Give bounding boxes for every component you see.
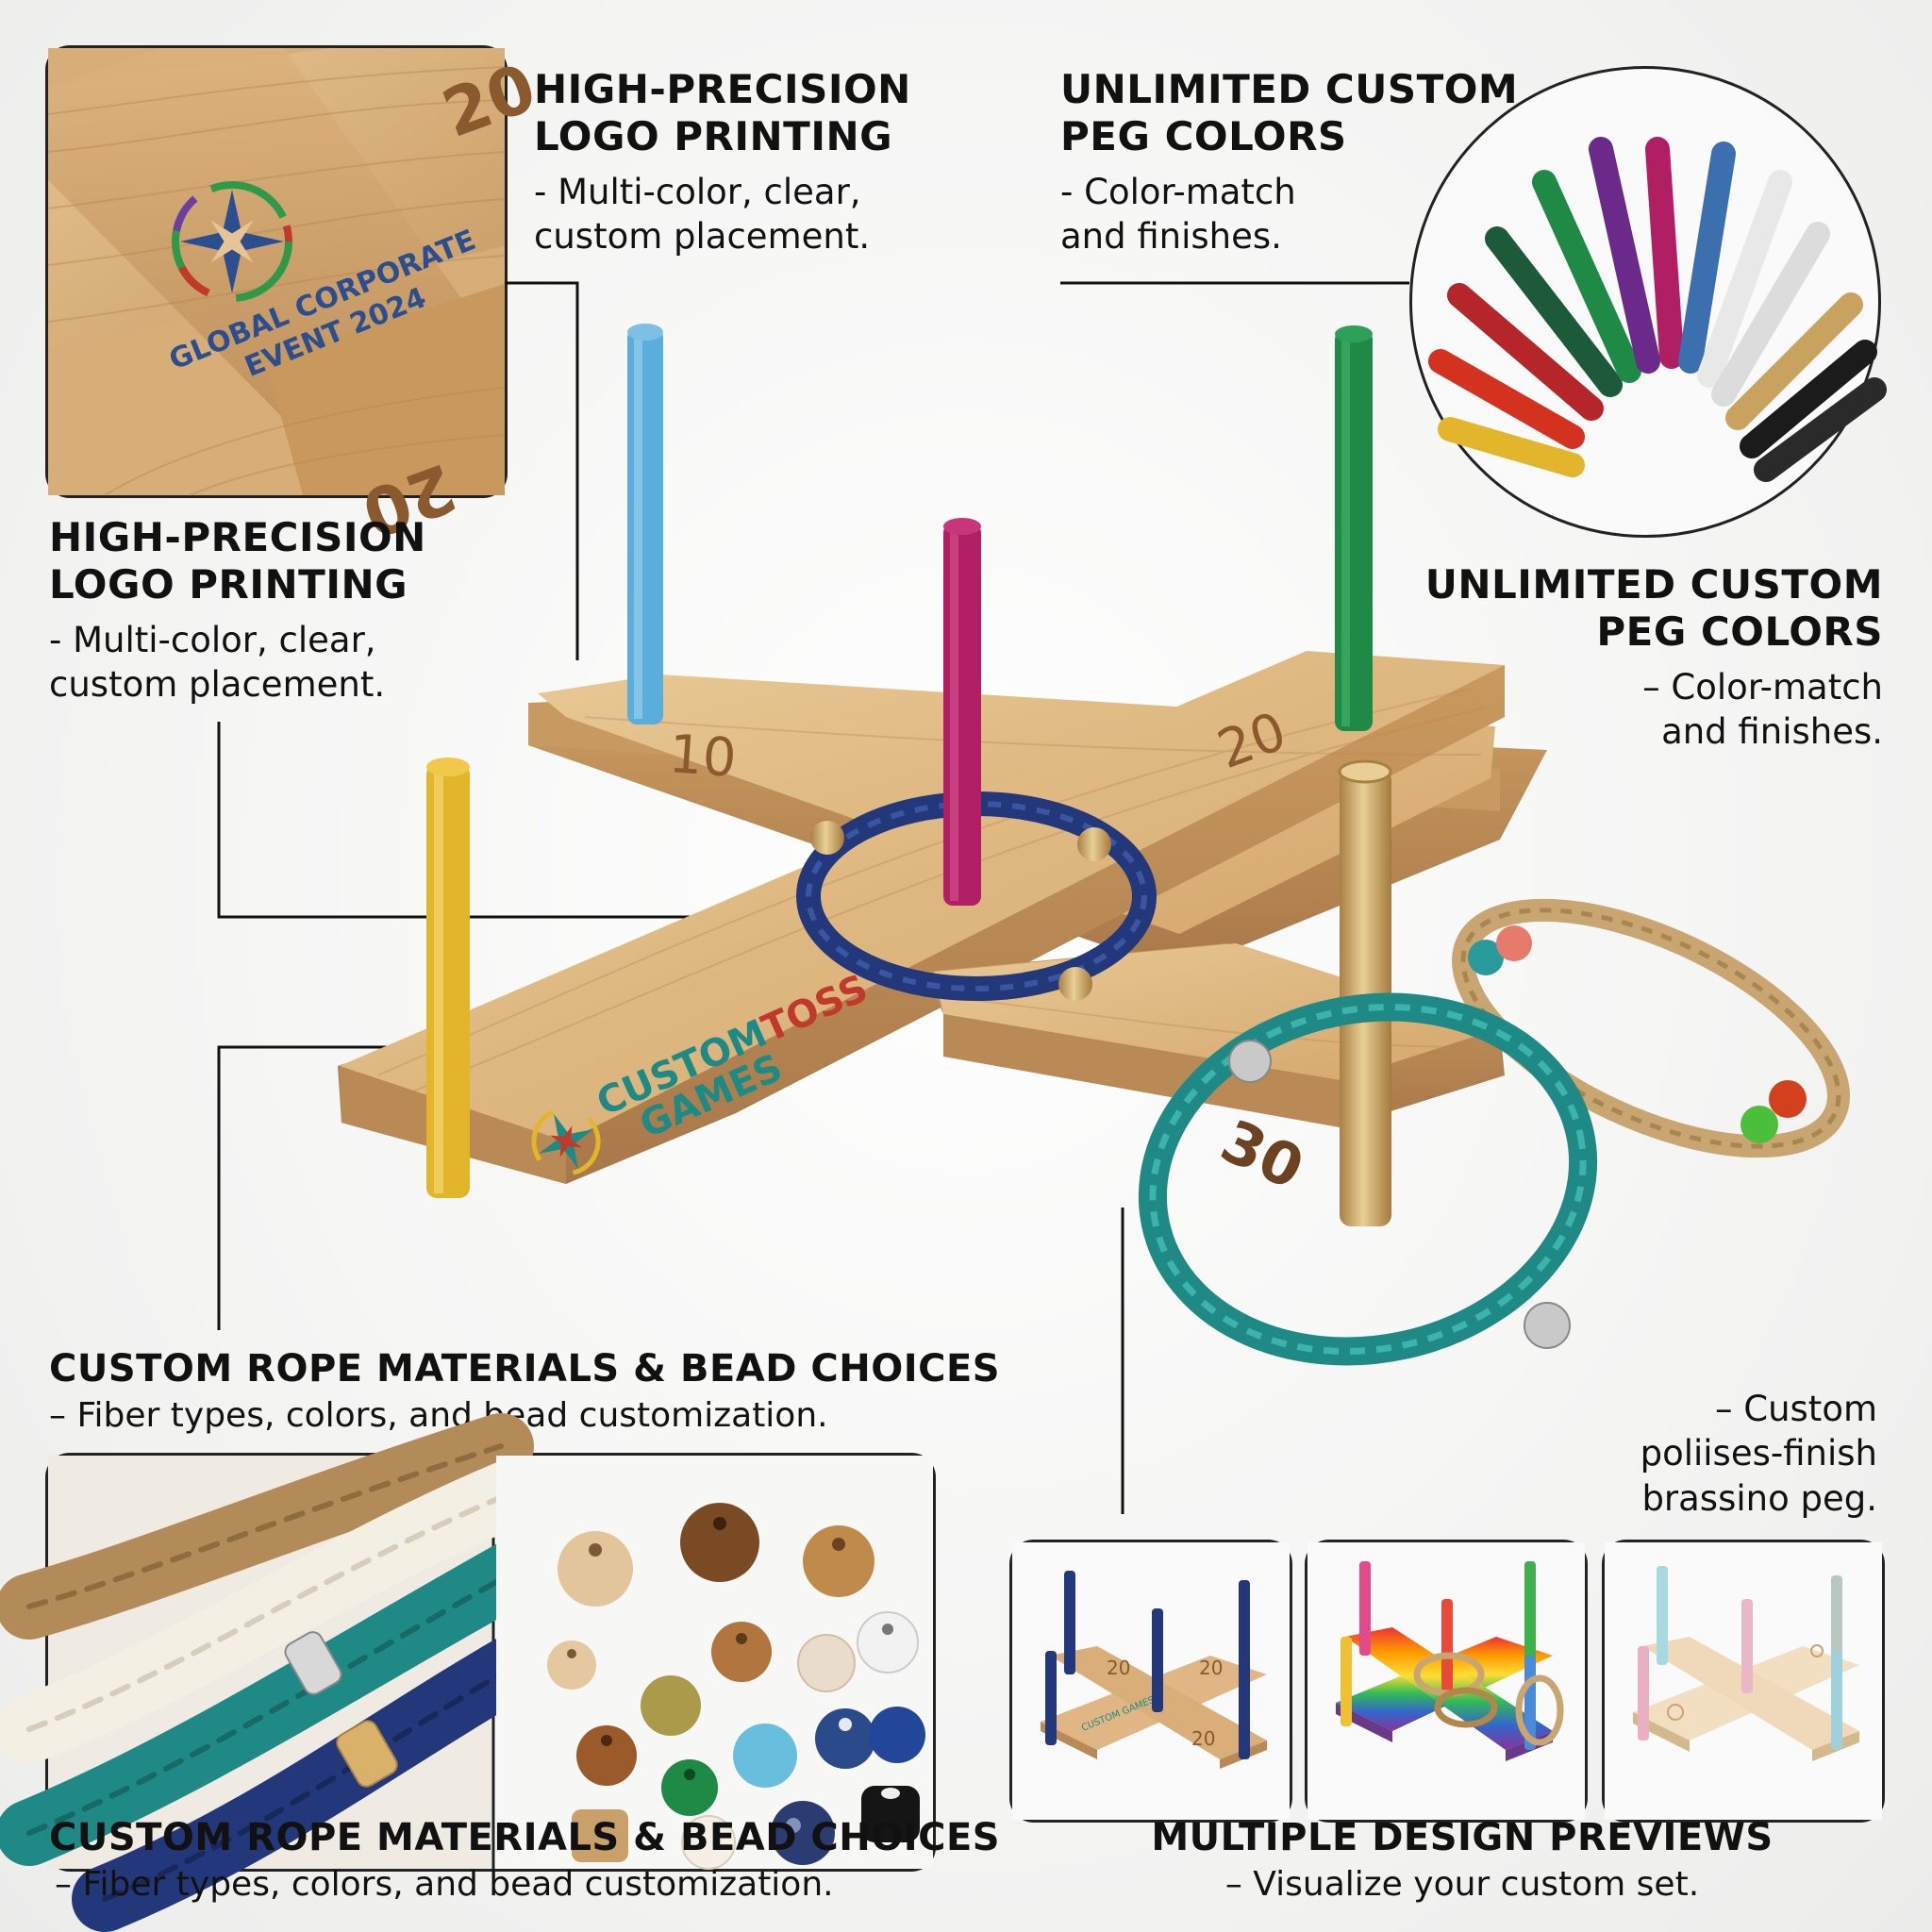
peg-color-fan [1428,137,1887,482]
score-label-30: 30 [1211,1106,1314,1203]
design-preview-classic: 20 20 20 CUSTOM GAMES [1009,1540,1292,1823]
callout-logo-left-desc: - Multi-color, clear, custom placement. [49,620,386,706]
callout-rope-mid-desc: – Fiber types, colors, and bead customiz… [49,1396,828,1435]
preview-rainbow-illustration [1307,1542,1585,1820]
design-preview-rainbow [1305,1540,1588,1823]
logo-printing-inset: 20 20 GLOBAL CORPORATE EVENT 2024 [45,45,545,552]
preview1-score-b: 20 [1199,1657,1223,1679]
score-label-10: 10 [667,724,739,790]
rope-bead-panel [0,1413,936,1932]
peg-magenta [943,518,981,906]
design-preview-pastel [1602,1540,1885,1823]
preview1-score-c: 20 [1191,1727,1215,1750]
peg-yellow [426,758,470,1198]
preview1-score-a: 20 [1107,1657,1130,1679]
callout-previews-title: MULTIPLE DESIGN PREVIEWS [1151,1816,1774,1859]
ring-toss-game-illustration: 10 20 30 CUSTOMTOSS GAMES [338,324,1850,1366]
compass-rose-small-icon [531,1107,601,1176]
callout-logo-left-title: HIGH-PRECISION LOGO PRINTING [49,514,426,608]
peg-green [1335,325,1373,731]
peg-blue [627,324,663,724]
board-arm-c [924,943,1505,1127]
callout-logo-top-desc: - Multi-color, clear, custom placement. [534,172,871,258]
rope-ring-teal [1138,992,1598,1366]
preview-classic-illustration: 20 20 20 CUSTOM GAMES [1012,1542,1290,1820]
callout-logo-top-title: HIGH-PRECISION LOGO PRINTING [534,66,911,159]
preview-pastel-illustration [1605,1542,1882,1820]
callout-peg-right-desc: – Color-match and finishes. [1642,667,1883,753]
rope-ring-jute [1452,898,1850,1158]
callout-rope-mid-title: CUSTOM ROPE MATERIALS & BEAD CHOICES [49,1347,1001,1391]
callout-peg-right-title: UNLIMITED CUSTOM PEG COLORS [1424,561,1883,655]
peg-colors-circle-inset [1409,66,1887,538]
callout-previews-desc: – Visualize your custom set. [1224,1865,1700,1904]
logo-printing-illustration: 20 20 GLOBAL CORPORATE EVENT 2024 [47,48,545,552]
callout-peg-top-desc: - Color-match and finishes. [1060,172,1296,258]
callout-rope-bottom-desc: – Fiber types, colors, and bead customiz… [55,1865,834,1904]
callout-peg-top-title: UNLIMITED CUSTOM PEG COLORS [1060,66,1519,159]
rope-bead-illustration [0,1413,933,1932]
callout-rope-bottom-title: CUSTOM ROPE MATERIALS & BEAD CHOICES [49,1816,1001,1859]
compass-rose-logo-icon [172,181,292,302]
callout-brass-peg-desc: – Custom poliises-finish brassino peg. [1640,1389,1877,1519]
